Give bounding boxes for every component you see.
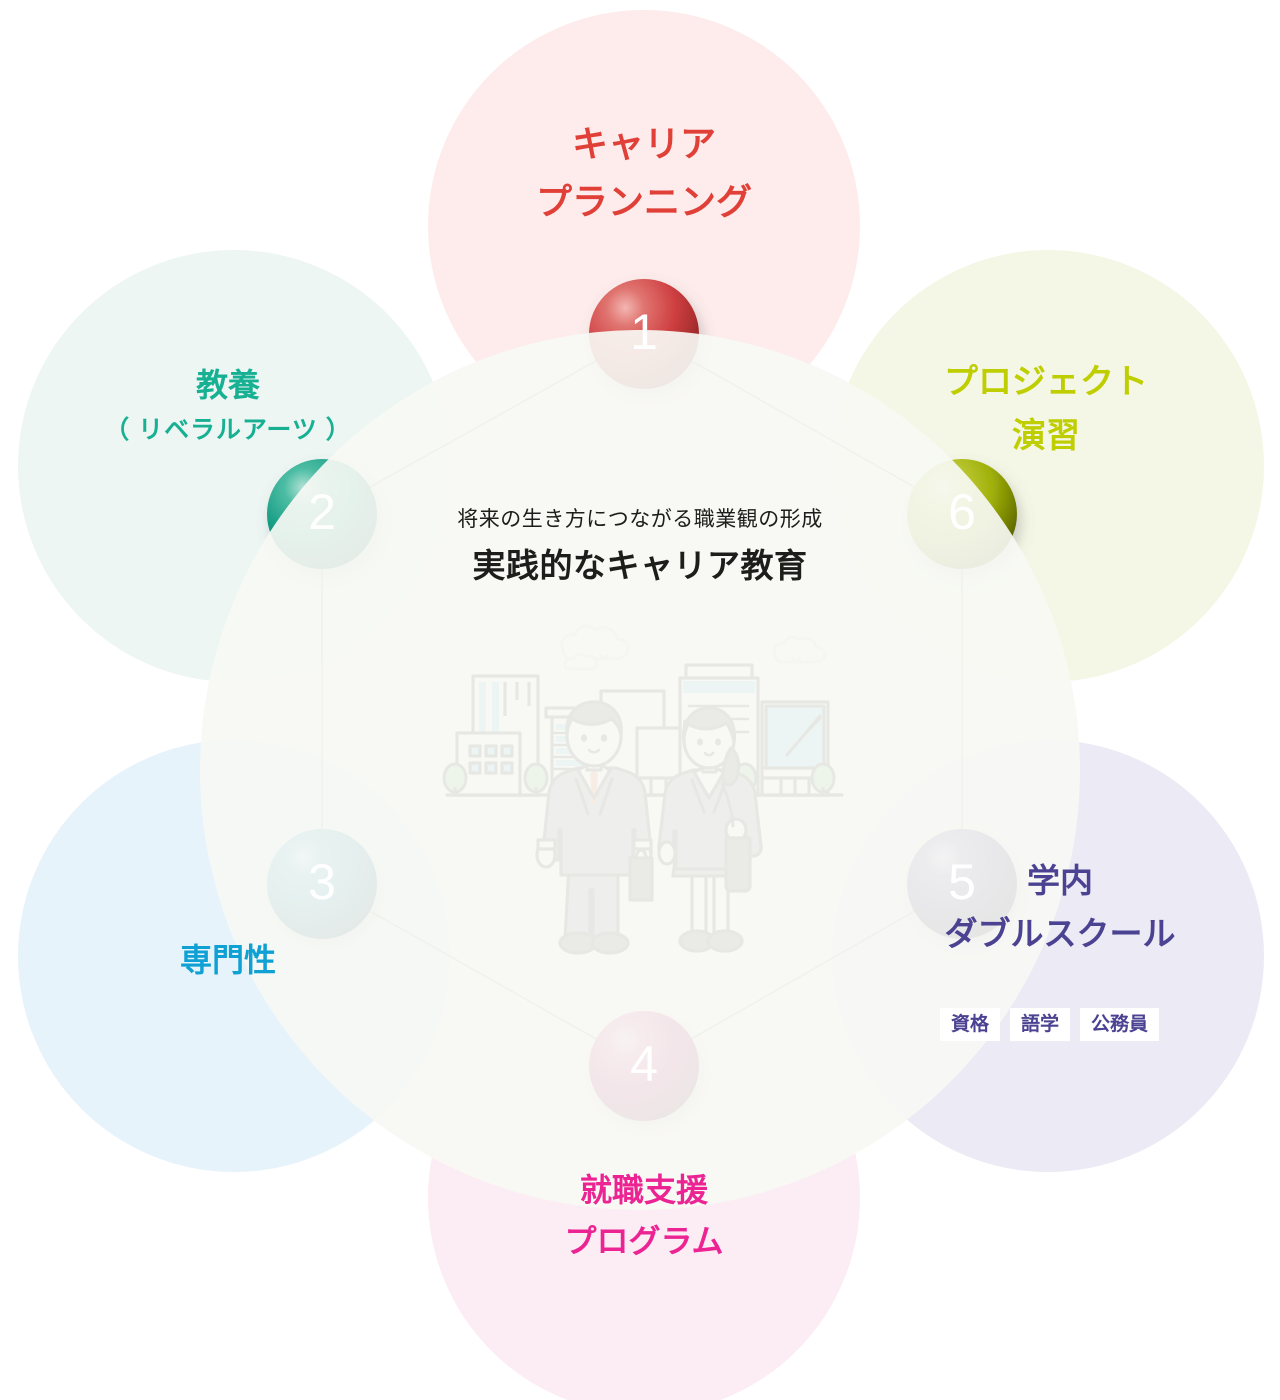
label-specialty-line1: 専門性 (179, 942, 276, 978)
label-project-practice-line2: 演習 (1012, 417, 1080, 456)
badge-language: 語学 (1010, 1008, 1071, 1041)
node-number-3[interactable]: 3 (268, 830, 376, 938)
label-liberal-arts-line2: （ リベラルアーツ ） (104, 416, 352, 445)
node-number-6[interactable]: 6 (908, 460, 1016, 568)
node-number-1[interactable]: 1 (590, 280, 698, 388)
node-number-1-text: 1 (630, 304, 658, 360)
node-number-5-text: 5 (948, 854, 976, 910)
badge-qualification: 資格 (940, 1008, 1001, 1041)
badge-public-servant: 公務員 (1080, 1008, 1160, 1041)
node-number-4-text: 4 (630, 1036, 658, 1092)
node-number-2-text: 2 (308, 484, 336, 540)
label-employment-support-line2: プログラム (564, 1223, 724, 1260)
center-lead-text: 将来の生き方につながる職業観の形成 (457, 508, 823, 531)
label-project-practice-line1: プロジェクト (944, 363, 1148, 401)
center-copy: 将来の生き方につながる職業観の形成 実践的なキャリア教育 (0, 505, 1280, 587)
label-career-planning-line1: キャリア (571, 123, 716, 164)
petal-center (200, 330, 1080, 1210)
label-project-practice: プロジェクト 演習 (846, 355, 1246, 464)
label-employment-support: 就職支援 プログラム (444, 1165, 844, 1267)
label-career-planning-line2: プランニング (535, 180, 752, 222)
label-liberal-arts: 教養 （ リベラルアーツ ） (28, 360, 428, 451)
label-specialty: 専門性 (28, 935, 428, 986)
label-double-school-line1: 学内 (1027, 862, 1093, 899)
node-number-6-text: 6 (948, 484, 976, 540)
node-number-2[interactable]: 2 (268, 460, 376, 568)
node-number-5[interactable]: 5 (908, 830, 1016, 938)
label-career-planning: キャリア プランニング (444, 115, 844, 230)
node-number-4[interactable]: 4 (590, 1012, 698, 1120)
double-school-badges: 資格 語学 公務員 (940, 1008, 1160, 1041)
label-liberal-arts-line1: 教養 (195, 367, 260, 403)
node-number-3-text: 3 (308, 854, 336, 910)
center-title-text: 実践的なキャリア教育 (472, 547, 808, 585)
label-double-school-line2: ダブルスクール (944, 914, 1176, 952)
label-employment-support-line1: 就職支援 (579, 1172, 708, 1208)
label-double-school: 学内 ダブルスクール (860, 855, 1260, 961)
